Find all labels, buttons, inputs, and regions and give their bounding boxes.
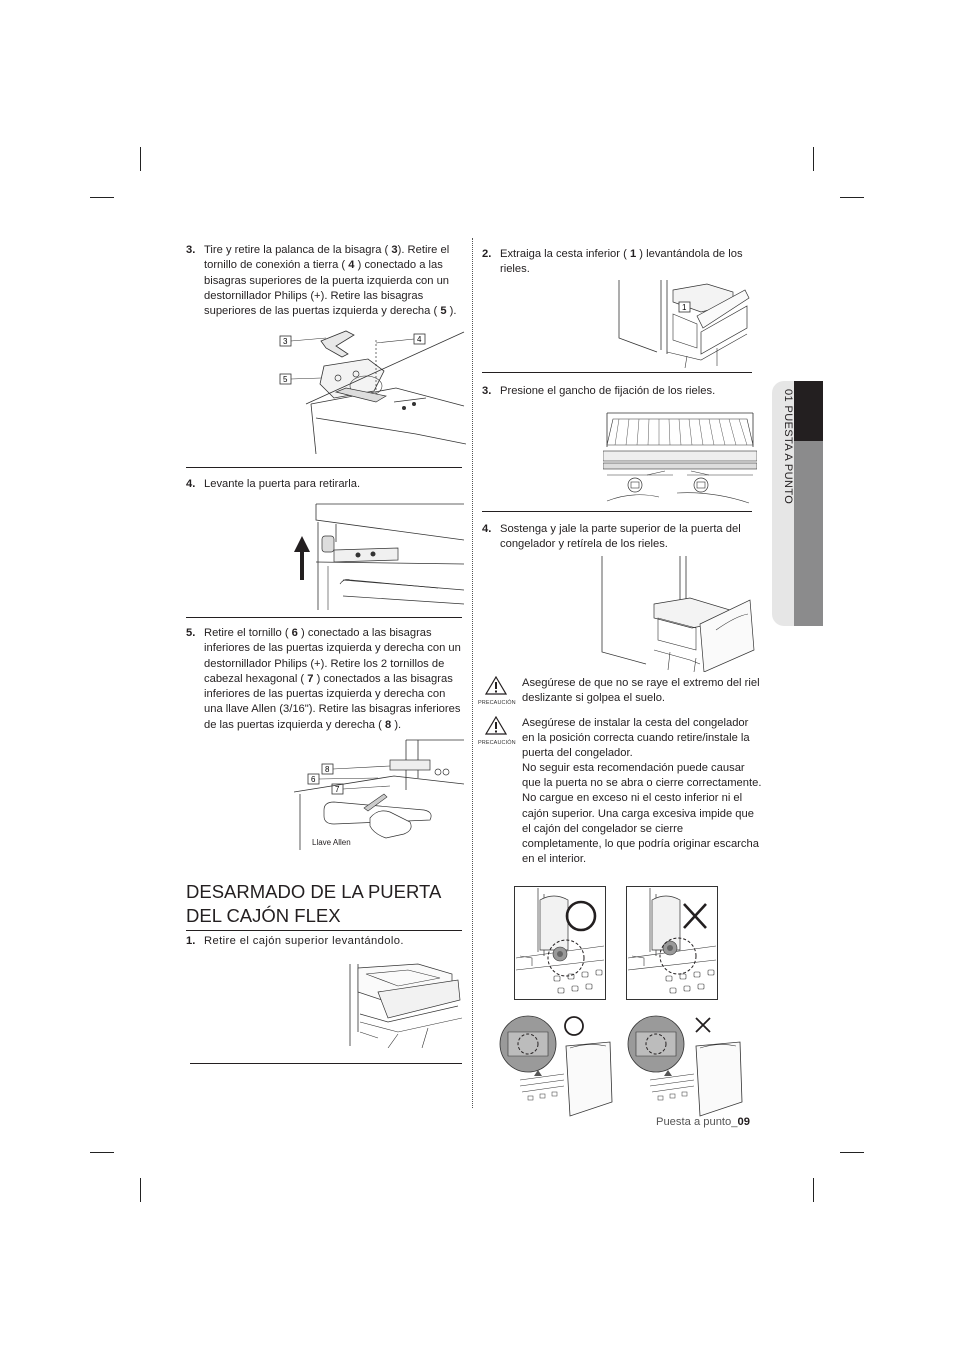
warning-icon: PRECAUCIÓN — [478, 675, 516, 706]
right-step-2: 2. Extraiga la cesta inferior ( 1 ) leva… — [482, 247, 752, 279]
caution-note-2: PRECAUCIÓN Asegúrese de instalar la cest… — [476, 715, 766, 882]
step-text: Sostenga y jale la parte superior de la … — [500, 523, 741, 551]
step-text: Tire y retire la palanca de la bisagra (… — [204, 244, 457, 318]
step-number: 5. — [186, 627, 196, 639]
svg-text:1: 1 — [682, 303, 687, 312]
svg-text:7: 7 — [335, 785, 340, 794]
crop-mark — [840, 1152, 864, 1153]
left-step-3: 3. Tire y retire la palanca de la bisagr… — [186, 243, 466, 323]
svg-text:Llave Allen: Llave Allen — [312, 838, 351, 847]
step-text: Presione el gancho de fijación de los ri… — [500, 385, 716, 397]
left-step-1: 1. Retire el cajón superior levantándolo… — [186, 934, 466, 950]
step-text: Extraiga la cesta inferior ( 1 ) levantá… — [500, 248, 743, 276]
svg-text:5: 5 — [283, 375, 288, 384]
basket-incorrect-illustration — [626, 886, 718, 1000]
svg-text:8: 8 — [325, 765, 330, 774]
footer-label: Puesta a punto_ — [656, 1116, 738, 1128]
drawer-removal-illustration — [349, 963, 462, 1048]
right-step-3: 3. Presione el gancho de fijación de los… — [482, 384, 752, 400]
caution-label: PRECAUCIÓN — [478, 700, 516, 706]
door-correct-illustration — [499, 1015, 613, 1117]
step-number: 3. — [186, 244, 196, 256]
page-footer: Puesta a punto_09 — [656, 1116, 750, 1128]
caution-text: Asegúrese de instalar la cesta del conge… — [522, 717, 762, 865]
crop-mark — [840, 197, 864, 198]
door-incorrect-illustration — [627, 1015, 743, 1117]
step-number: 4. — [482, 523, 492, 535]
step-text: Retire el cajón superior levantándolo. — [204, 935, 404, 947]
crop-mark — [140, 1178, 141, 1202]
basket-correct-illustration — [514, 886, 606, 1000]
crop-mark — [140, 147, 141, 171]
page-number: 09 — [737, 1116, 750, 1128]
rail-hook-illustration — [603, 412, 757, 504]
chapter-tab: 01 PUESTA A PUNTO — [772, 381, 823, 626]
step-number: 1. — [186, 935, 196, 947]
step-number: 2. — [482, 248, 492, 260]
left-step-5: 5. Retire el tornillo ( 6 ) conectado a … — [186, 626, 466, 736]
caution-note-1: PRECAUCIÓN Asegúrese de que no se raye e… — [476, 675, 766, 712]
column-divider — [472, 238, 473, 1108]
step-number: 4. — [186, 478, 196, 490]
lower-basket-illustration: 1 — [618, 280, 750, 368]
step-text: Levante la puerta para retirarla. — [204, 478, 361, 490]
caution-text: Asegúrese de que no se raye el extremo d… — [522, 677, 760, 705]
svg-text:3: 3 — [283, 337, 288, 346]
warning-icon: PRECAUCIÓN — [478, 715, 516, 746]
door-lift-illustration — [294, 503, 464, 610]
crop-mark — [813, 1178, 814, 1202]
divider — [482, 511, 752, 512]
freezer-door-removal-illustration — [601, 556, 755, 672]
step-text: Retire el tornillo ( 6 ) conectado a las… — [204, 627, 461, 731]
divider — [186, 467, 462, 468]
divider — [186, 617, 462, 618]
chapter-tab-background — [772, 381, 794, 626]
svg-text:4: 4 — [417, 335, 422, 344]
hinge-removal-illustration: 3 4 5 — [279, 330, 466, 454]
crop-mark — [90, 197, 114, 198]
crop-mark — [90, 1152, 114, 1153]
section-title: DESARMADO DE LA PUERTA DEL CAJÓN FLEX — [186, 881, 441, 926]
lower-hinge-illustration: 8 6 7 Llave Allen — [294, 739, 464, 850]
divider — [186, 930, 462, 931]
chapter-tab-label: 01 PUESTA A PUNTO — [782, 389, 794, 505]
right-step-4: 4. Sostenga y jale la parte superior de … — [482, 522, 752, 554]
svg-text:6: 6 — [311, 775, 316, 784]
step-number: 3. — [482, 385, 492, 397]
divider — [482, 372, 752, 373]
crop-mark — [813, 147, 814, 171]
caution-label: PRECAUCIÓN — [478, 740, 516, 746]
left-step-4: 4. Levante la puerta para retirarla. — [186, 477, 466, 493]
divider — [190, 1063, 462, 1064]
